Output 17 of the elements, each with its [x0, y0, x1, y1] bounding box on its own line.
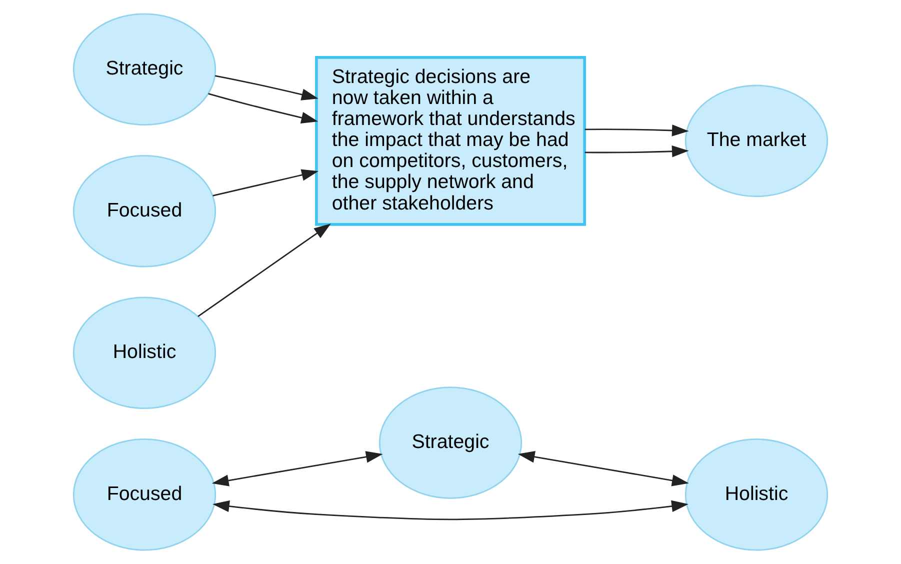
node-ellipse: The market	[684, 84, 828, 198]
node-ellipse: Strategic	[378, 386, 522, 499]
arrow	[208, 93, 318, 124]
arrow	[584, 146, 689, 158]
arrow	[214, 75, 318, 100]
arrow	[584, 124, 689, 136]
node-ellipse: Strategic	[72, 13, 216, 126]
node-ellipse: Focused	[72, 438, 216, 551]
arrow	[212, 169, 318, 196]
node-ellipse: Holistic	[684, 438, 828, 551]
arrow	[212, 451, 383, 486]
node-ellipse: Holistic	[72, 296, 216, 410]
node-ellipse: Focused	[72, 154, 216, 268]
arrow	[518, 451, 689, 486]
arrow	[212, 500, 688, 520]
arrow	[198, 224, 331, 318]
node-box: Strategic decisions are now taken within a framework that understands the impact that may be had on competitors, customers, the supply network and other stakeholders	[315, 56, 586, 226]
